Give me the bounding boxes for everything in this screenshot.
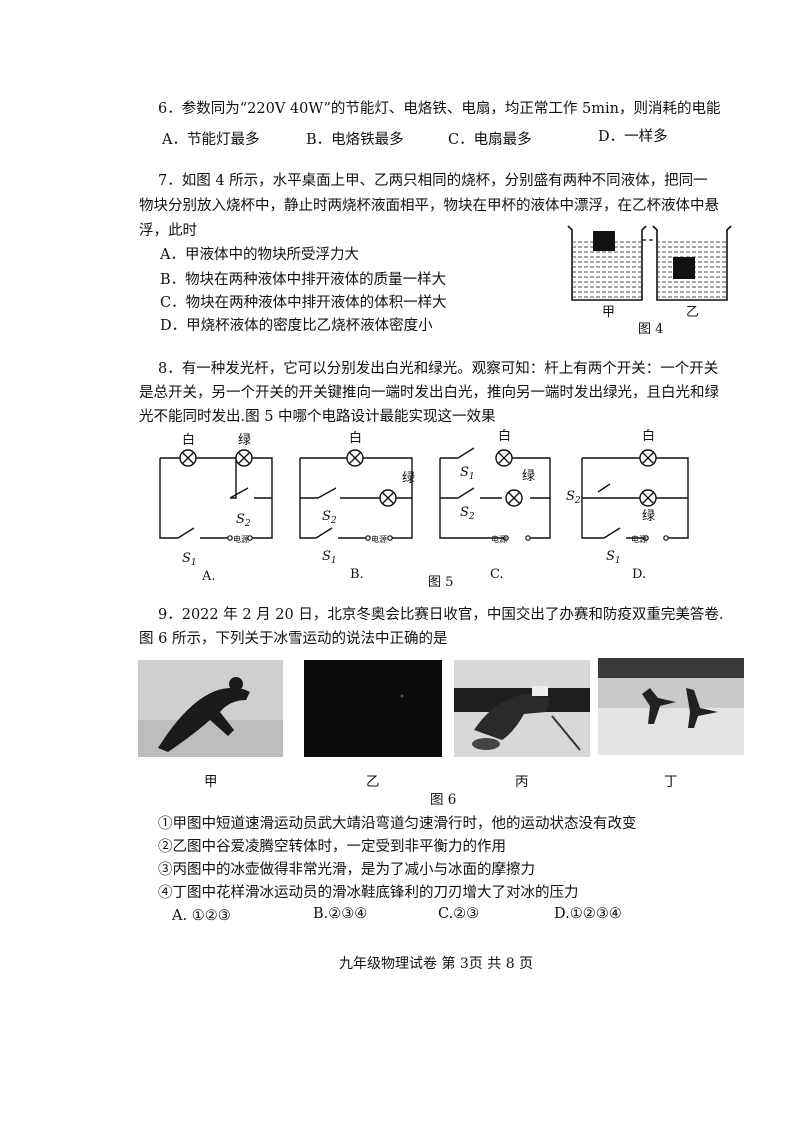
q9-statement-3: ③丙图中的冰壶做得非常光滑，是为了减小与冰面的摩擦力: [158, 862, 535, 878]
svg-text:S2: S2: [460, 505, 475, 522]
q6-option-c: C．电扇最多: [448, 132, 532, 148]
figure-4-beakers: 甲 乙 图 4: [567, 225, 732, 337]
svg-text:S1: S1: [606, 549, 621, 566]
q7-stem-line2: 物块分别放入烧杯中，静止时两烧杯液面相平，物块在甲杯的液体中漂浮，在乙杯液体中悬: [139, 198, 719, 214]
circuit-d-letter: D.: [632, 567, 646, 582]
q7-option-c: C．物块在两种液体中排开液体的体积一样大: [160, 295, 447, 311]
q7-option-a: A．甲液体中的物块所受浮力大: [160, 247, 359, 263]
a-green-label: 绿: [238, 433, 251, 448]
photo-jia-speed-skater: [138, 660, 283, 757]
figure-6-caption: 图 6: [430, 792, 457, 808]
c-green-label: 绿: [522, 469, 535, 484]
circuit-b-letter: B.: [350, 567, 364, 582]
beaker-yi-label: 乙: [686, 305, 699, 320]
q9-option-c: C.②③: [438, 906, 480, 922]
svg-text:S1: S1: [460, 465, 475, 482]
d-white-label: 白: [642, 428, 655, 444]
q9-statement-1: ①甲图中短道速滑运动员武大靖沿弯道匀速滑行时，他的运动状态没有改变: [158, 816, 637, 832]
q6-option-b: B．电烙铁最多: [306, 132, 404, 148]
photo-yi-freestyle-skier: [304, 660, 442, 757]
figure-5-caption: 图 5: [428, 575, 453, 588]
q6-option-d: D．一样多: [598, 129, 668, 145]
photo-label-ding: 丁: [664, 774, 678, 790]
q9-statement-2: ②乙图中谷爱凌腾空转体时，一定受到非平衡力的作用: [158, 839, 506, 855]
q9-stem-line1: 9．2022 年 2 月 20 日，北京冬奥会比赛日收官，中国交出了办赛和防疫双…: [158, 607, 724, 623]
beaker-jia-label: 甲: [602, 305, 615, 320]
q9-stem-line2: 图 6 所示，下列关于冰雪运动的说法中正确的是: [139, 631, 448, 647]
page-footer: 九年级物理试卷 第 3页 共 8 页: [339, 956, 534, 972]
photo-bing-curling: [454, 660, 590, 757]
q9-statement-4: ④丁图中花样滑冰运动员的滑冰鞋底锋利的刀刃增大了对冰的压力: [158, 885, 579, 901]
photo-ding-figure-skaters: [598, 658, 744, 755]
photo-label-yi: 乙: [366, 774, 380, 790]
circuit-a-letter: A.: [201, 569, 216, 584]
b-power-label: 电源: [371, 534, 387, 544]
photo-label-jia: 甲: [204, 774, 218, 790]
q9-option-d: D.①②③④: [554, 906, 622, 922]
q7-stem-line1: 7．如图 4 所示，水平桌面上甲、乙两只相同的烧杯，分别盛有两种不同液体，把同一: [158, 173, 708, 189]
photo-label-bing: 丙: [515, 774, 529, 790]
c-white-label: 白: [498, 428, 511, 444]
a-power-label: 电源: [233, 534, 249, 544]
d-green-label: 绿: [642, 509, 655, 524]
c-power-label: 电源: [491, 534, 507, 544]
q8-stem-line3: 光不能同时发出.图 5 中哪个电路设计最能实现这一效果: [139, 409, 496, 425]
b-green-label: 绿: [402, 471, 415, 486]
q7-stem-line3: 浮，此时: [139, 223, 197, 239]
q7-option-b: B．物块在两种液体中排开液体的质量一样大: [160, 272, 447, 288]
svg-text:S1: S1: [322, 549, 337, 566]
b-white-label: 白: [349, 430, 362, 446]
q9-option-b: B.②③④: [313, 906, 368, 922]
q6-stem: 6．参数同为“220V 40W”的节能灯、电烙铁、电扇，均正常工作 5min，则…: [158, 101, 721, 117]
q8-stem-line2: 是总开关，另一个开关的开关键推向一端时发出白光，推向另一端时发出绿光，且白光和绿: [139, 385, 719, 401]
q6-option-a: A．节能灯最多: [162, 132, 260, 148]
figure-5-circuits: 白 绿 电源 S2 S1 A. 白 绿 电源 S2 S1 B. 白 绿 电源 S…: [159, 428, 689, 588]
svg-text:S2: S2: [322, 509, 337, 526]
q7-option-d: D．甲烧杯液体的密度比乙烧杯液体密度小: [160, 318, 433, 334]
q8-stem-line1: 8．有一种发光杆，它可以分别发出白光和绿光。观察可知：杆上有两个开关：一个开关: [158, 361, 719, 377]
a-white-label: 白: [182, 432, 195, 448]
q9-option-a: A. ①②③: [172, 908, 231, 924]
svg-text:S1: S1: [182, 551, 197, 568]
d-power-label: 电源: [631, 534, 647, 544]
svg-text:S2: S2: [566, 489, 581, 506]
circuit-c-letter: C.: [490, 567, 504, 582]
figure-4-caption: 图 4: [638, 322, 663, 337]
svg-text:S2: S2: [236, 512, 251, 529]
